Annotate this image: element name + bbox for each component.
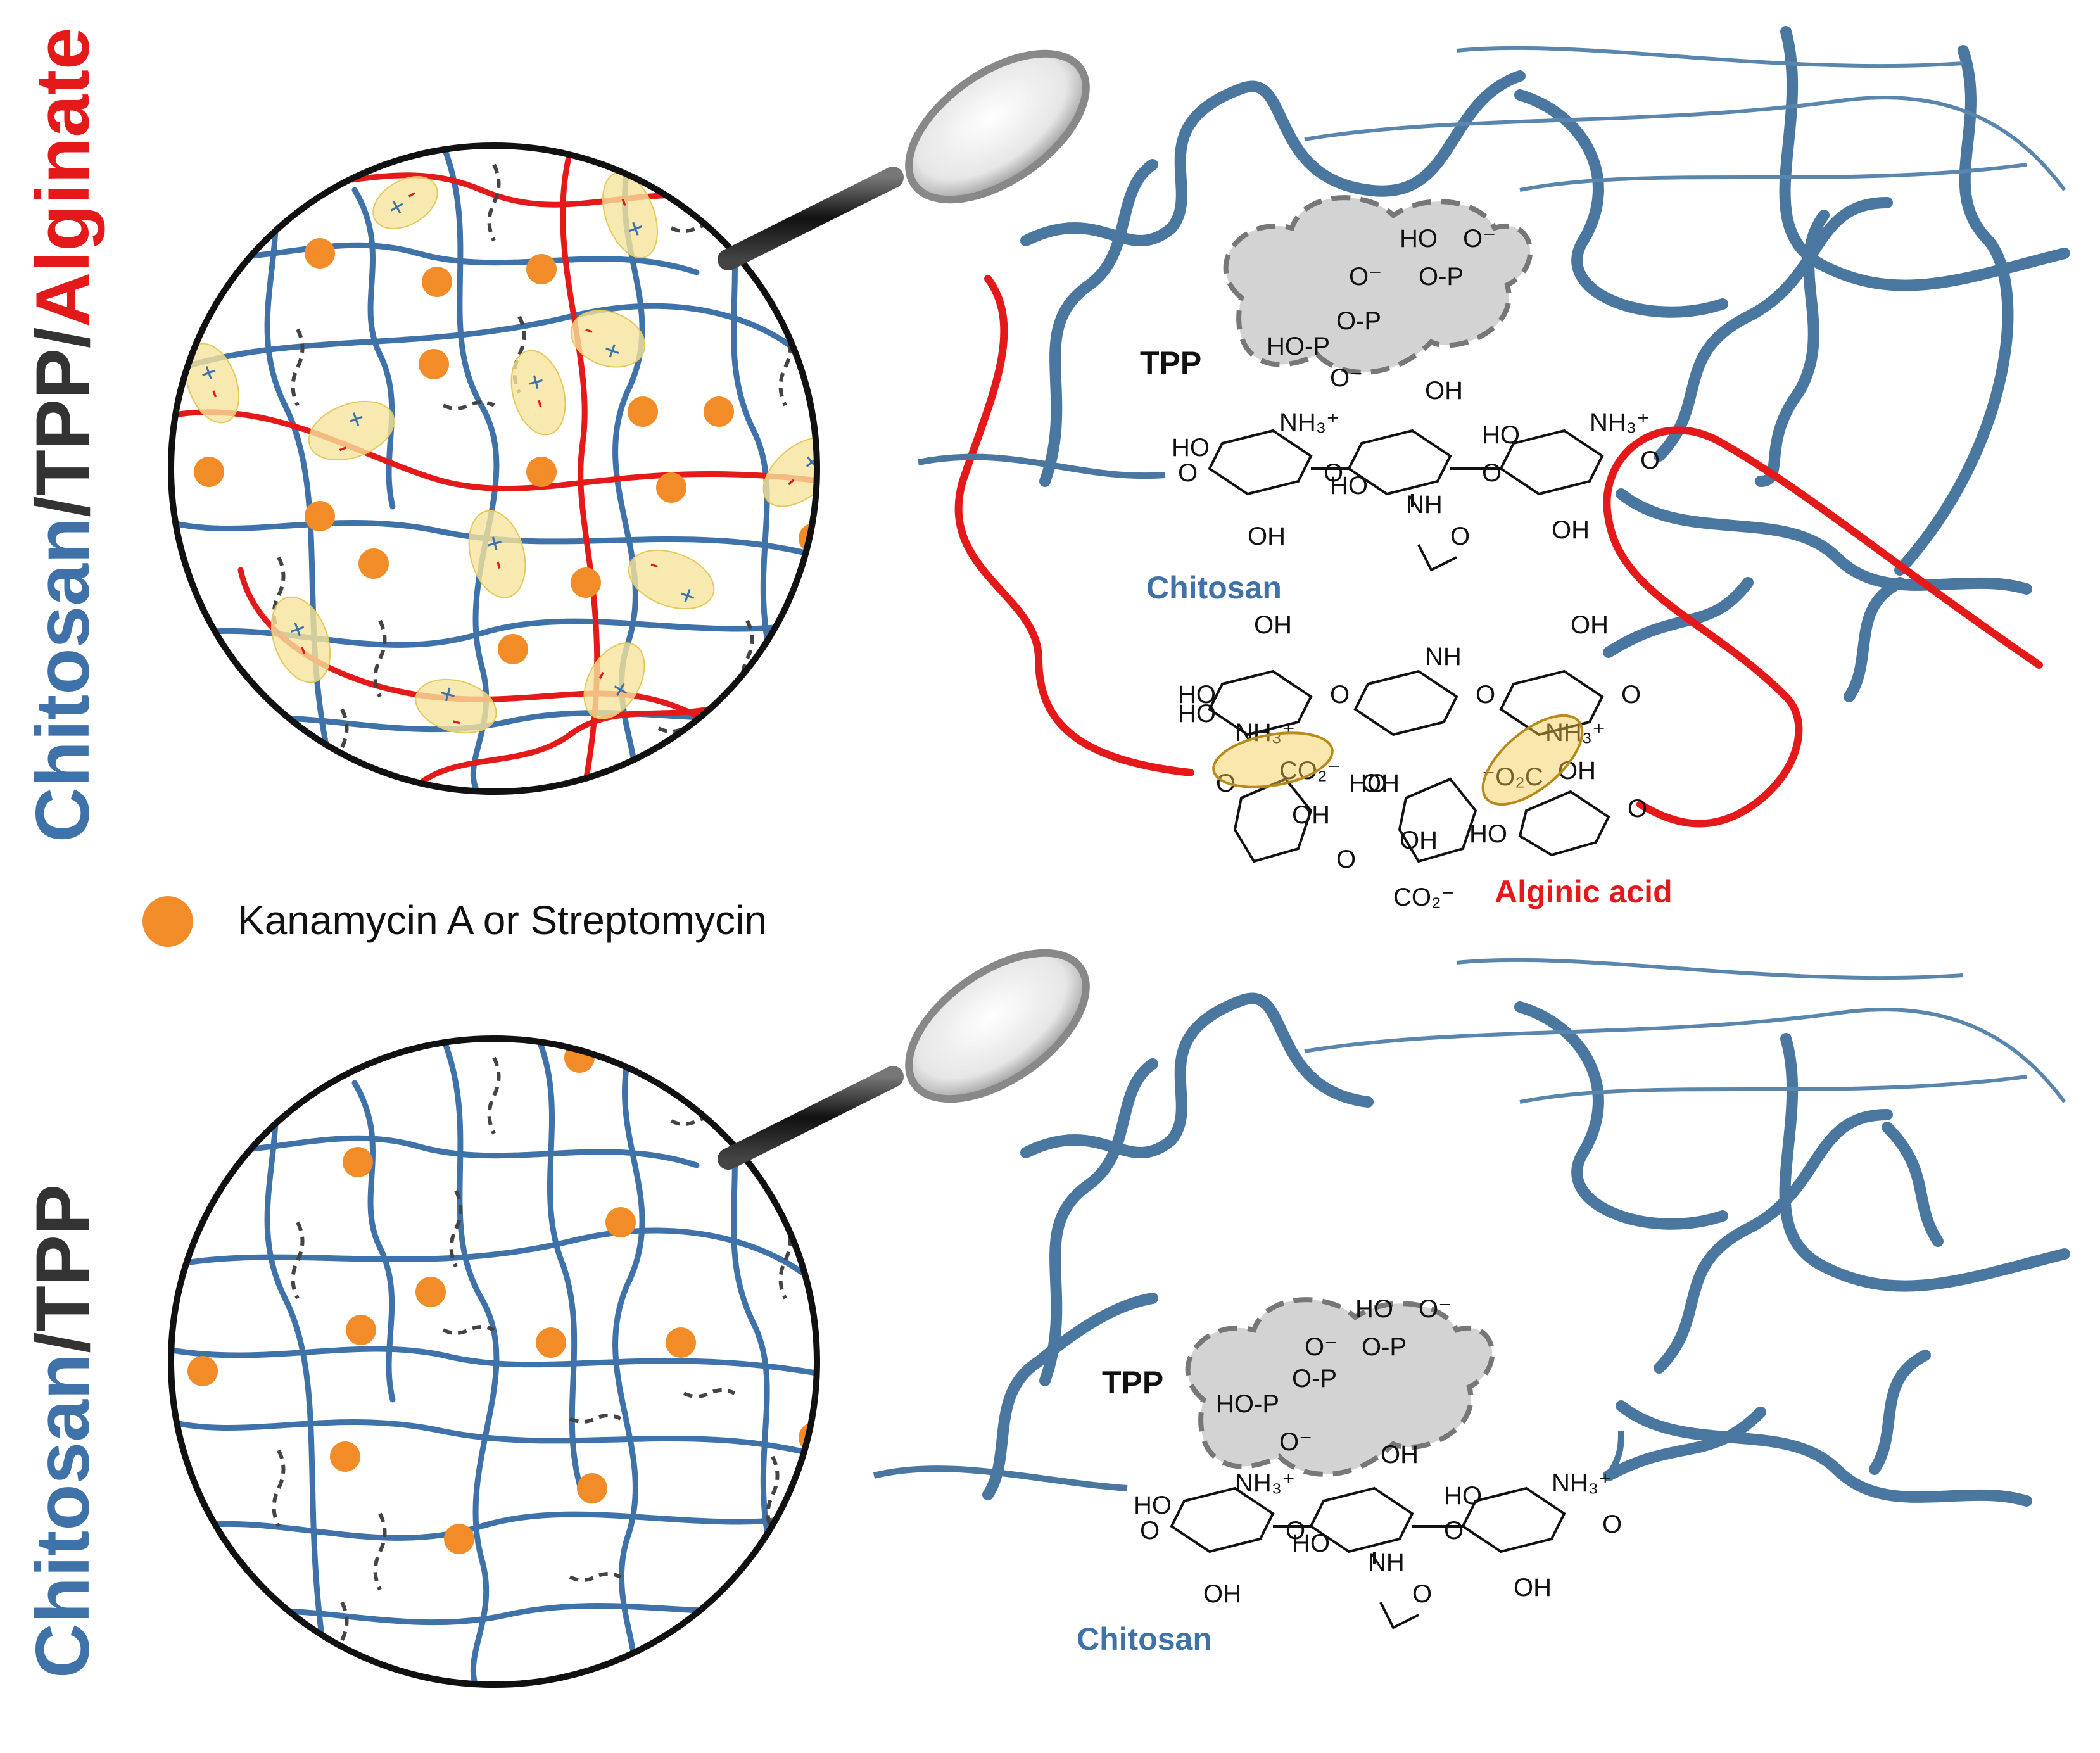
- svg-text:OH: OH: [1425, 377, 1463, 405]
- svg-text:O: O: [1450, 522, 1470, 550]
- chitosan-label-top: Chitosan: [1146, 570, 1282, 605]
- svg-text:OH: OH: [1203, 1580, 1241, 1608]
- svg-text:Chitosan/TPP: Chitosan/TPP: [20, 1184, 105, 1678]
- svg-text:O: O: [1140, 1517, 1160, 1545]
- schematic-top: TPP Chitosan Alginic acid HO O⁻ O⁻ O-P H…: [918, 26, 2070, 911]
- svg-text:HO-P: HO-P: [1216, 1390, 1279, 1418]
- svg-text:O: O: [1602, 1510, 1622, 1538]
- svg-text:O: O: [1412, 1580, 1432, 1608]
- chem-structure-bottom: HO O⁻ O⁻ O-P HO-P O-P O⁻ OH HO NH₃⁺ NH₃⁺…: [1134, 1295, 1622, 1608]
- svg-text:O-P: O-P: [1336, 307, 1381, 335]
- svg-text:CO₂⁻: CO₂⁻: [1279, 757, 1341, 785]
- legend-label: Kanamycin A or Streptomycin: [237, 897, 767, 943]
- svg-text:O-P: O-P: [1419, 263, 1464, 291]
- svg-text:HO: HO: [1172, 434, 1210, 462]
- svg-text:O: O: [1324, 459, 1343, 487]
- chitosan-label-bottom: Chitosan: [1077, 1621, 1212, 1657]
- svg-text:OH: OH: [1514, 1574, 1552, 1602]
- ion-pair-highlight-left: [1212, 731, 1334, 788]
- network-circle-top: +- -+ +- -+ +- -+ -+ +- -+ +- -+ +-: [168, 142, 820, 795]
- tpp-label-top: TPP: [1140, 345, 1201, 381]
- drug-legend-dot: [142, 896, 193, 947]
- svg-text:NH: NH: [1425, 643, 1462, 671]
- svg-text:HO: HO: [1134, 1491, 1172, 1519]
- svg-text:HO: HO: [1444, 1482, 1482, 1510]
- svg-text:OH: OH: [1362, 769, 1400, 797]
- thin-chains-top: [1304, 46, 2066, 192]
- chitosan-connector-top: [918, 453, 1166, 479]
- tpp-label-bottom: TPP: [1102, 1365, 1163, 1400]
- svg-text:Chitosan/TPP/Alginate: Chitosan/TPP/Alginate: [20, 27, 105, 842]
- svg-text:NH₃⁺: NH₃⁺: [1552, 1469, 1612, 1497]
- ring-bonds-alginate: [1208, 669, 1610, 863]
- ion-pair-highlight-right: [1481, 714, 1584, 806]
- svg-text:OH: OH: [1552, 516, 1590, 544]
- svg-text:⁻O₂C: ⁻O₂C: [1482, 763, 1543, 791]
- svg-text:O⁻: O⁻: [1305, 1333, 1338, 1361]
- drug-dots: [194, 238, 817, 664]
- legend: Kanamycin A or Streptomycin: [142, 896, 767, 947]
- ring-bonds-bottom: [1170, 1486, 1566, 1630]
- chitosan-end-bottom: [1605, 1431, 1624, 1478]
- magnifier-icon-bottom: [718, 949, 1090, 1170]
- chem-structure-alginate: OH OH NH HO O O O HO NH₃⁺ NH₃⁺ CO₂⁻ ⁻O₂C…: [1178, 611, 1647, 911]
- magnifier-icon-top: [718, 49, 1090, 270]
- ring-bonds-top: [1208, 429, 1604, 572]
- tpp-cloud-top: [1223, 195, 1533, 375]
- svg-text:CO₂⁻: CO₂⁻: [1393, 883, 1455, 911]
- svg-text:O: O: [1444, 1517, 1464, 1545]
- svg-text:O: O: [1476, 681, 1495, 709]
- svg-text:HO: HO: [1178, 700, 1216, 728]
- alginate-chains-top: [954, 275, 2043, 828]
- svg-text:NH₃⁺: NH₃⁺: [1590, 408, 1650, 436]
- svg-text:O⁻: O⁻: [1419, 1295, 1452, 1323]
- thin-chains-bottom: [1304, 958, 2066, 1104]
- svg-text:O: O: [1178, 459, 1198, 487]
- side-label-bottom: Chitosan/TPP: [20, 1184, 105, 1678]
- svg-text:HO: HO: [1355, 1295, 1393, 1323]
- svg-text:NH₃⁺: NH₃⁺: [1545, 719, 1605, 747]
- svg-text:HO: HO: [1469, 820, 1507, 848]
- svg-text:O: O: [1286, 1517, 1305, 1545]
- svg-text:OH: OH: [1248, 522, 1286, 550]
- svg-text:O-P: O-P: [1362, 1333, 1407, 1361]
- svg-text:O: O: [1621, 681, 1641, 709]
- chitosan-chains-bottom: [982, 992, 2070, 1507]
- svg-text:HO: HO: [1400, 225, 1438, 253]
- svg-text:OH: OH: [1381, 1441, 1419, 1469]
- svg-text:OH: OH: [1254, 611, 1292, 639]
- alginic-acid-label: Alginic acid: [1495, 874, 1673, 909]
- svg-text:HO: HO: [1349, 769, 1387, 797]
- svg-text:O: O: [1482, 459, 1502, 487]
- svg-text:O: O: [1628, 795, 1647, 823]
- ion-pairs: +- -+ +- -+ +- -+ -+ +- -+ +- -+ +-: [184, 172, 817, 737]
- svg-text:HO: HO: [1178, 681, 1216, 709]
- network-circle-bottom: [168, 1035, 820, 1688]
- svg-text:O-P: O-P: [1292, 1365, 1337, 1393]
- svg-text:NH₃⁺: NH₃⁺: [1279, 408, 1339, 436]
- svg-text:O⁻: O⁻: [1463, 225, 1496, 253]
- svg-text:HO-P: HO-P: [1267, 332, 1330, 360]
- svg-text:O⁻: O⁻: [1330, 364, 1363, 392]
- chitosan-chains-top: [1020, 26, 2070, 702]
- schematic-bottom: TPP Chitosan HO O⁻ O⁻ O-P HO-P O-P O⁻ OH…: [873, 958, 2070, 1657]
- svg-text:OH: OH: [1292, 801, 1330, 829]
- svg-text:O: O: [1640, 446, 1660, 474]
- side-label-top: Chitosan/TPP/Alginate: [20, 27, 105, 842]
- svg-text:O: O: [1330, 681, 1350, 709]
- svg-text:O⁻: O⁻: [1279, 1428, 1312, 1456]
- svg-text:O⁻: O⁻: [1349, 263, 1382, 291]
- chitosan-connector-bottom: [873, 1465, 1128, 1491]
- svg-text:NH₃⁺: NH₃⁺: [1235, 1469, 1295, 1497]
- svg-text:O: O: [1336, 845, 1356, 873]
- svg-text:OH: OH: [1571, 611, 1609, 639]
- tpp-cloud-bottom: [1185, 1297, 1495, 1477]
